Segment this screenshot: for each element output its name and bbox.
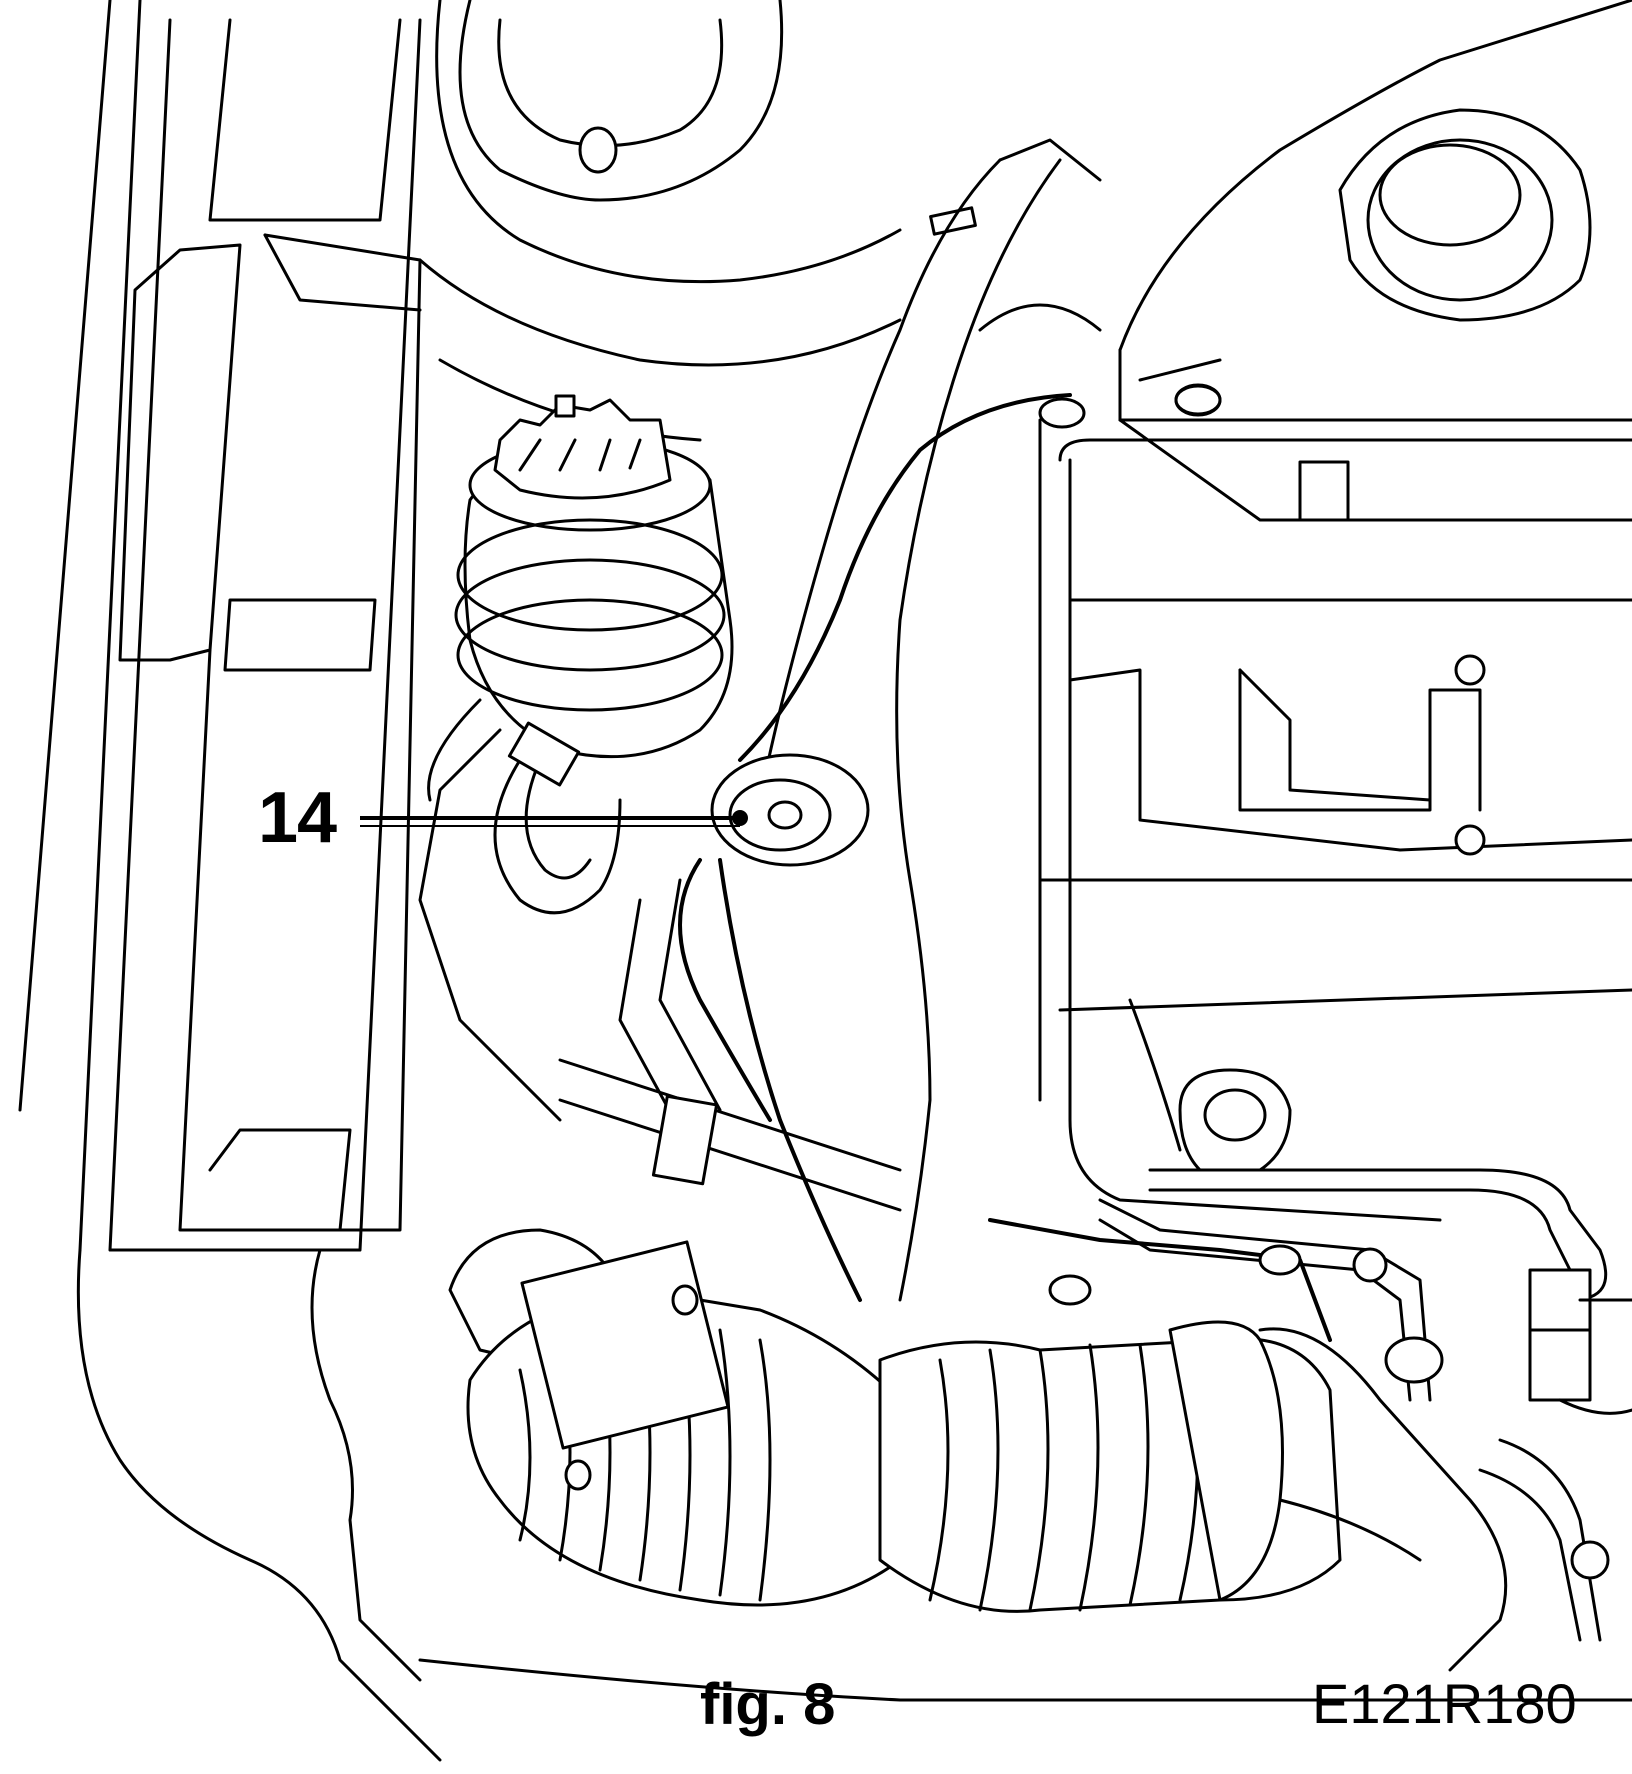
callout-14-leader — [360, 810, 748, 827]
callout-number-14: 14 — [258, 778, 337, 858]
power-steering-reservoir — [454, 394, 734, 759]
air-intake-duct — [418, 1228, 1632, 1702]
reservoir-hoses — [418, 698, 902, 1212]
engine-cam-cover — [1038, 0, 1632, 1222]
figure-caption: fig. 8 — [700, 1672, 836, 1737]
wiring-harness — [678, 393, 1332, 1342]
central-air-hose — [758, 138, 1102, 1302]
strut-tower — [418, 0, 977, 442]
right-hoses — [1478, 1298, 1632, 1642]
bolts — [1038, 384, 1444, 1384]
fuel-lines — [1098, 1168, 1608, 1402]
mounting-bracket — [710, 753, 870, 867]
lifting-eye — [1178, 1068, 1292, 1172]
left-fender-panel — [18, 0, 442, 1762]
figure-code: E121R180 — [1312, 1672, 1577, 1735]
